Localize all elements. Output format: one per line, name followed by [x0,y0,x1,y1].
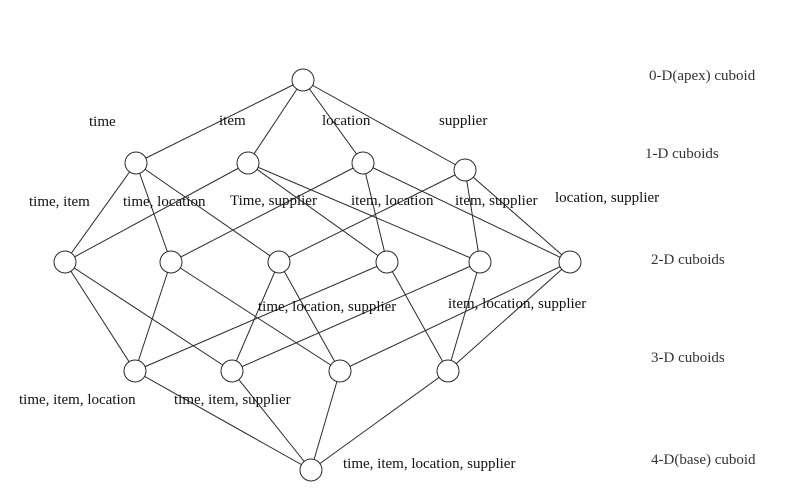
edge-time-supplier-tis [231,261,280,372]
lattice-edges [64,79,571,471]
node-labels: time item location supplier time, item t… [19,113,659,472]
node-item-supplier [468,250,492,274]
node-item [236,151,260,175]
edge-supplier-time-supplier [278,169,466,263]
label-supplier: supplier [439,113,487,129]
edge-item-item-supplier [247,162,481,263]
node-item-location [375,250,399,274]
node-time [124,151,148,175]
edge-location-item-location [362,162,388,263]
node-time-supplier [267,250,291,274]
label-location: location [322,113,371,129]
edge-item-location-til [134,261,388,372]
label-time-item-location: time, item, location [19,392,136,408]
edge-location-supplier-ils [447,261,571,372]
edge-time-location-til [134,261,172,372]
level-label-2d: 2-D cuboids [651,252,725,268]
level-label-1d: 1-D cuboids [645,146,719,162]
label-item-location: item, location [351,193,434,209]
edge-item-location-ils [386,261,449,372]
edge-apex-supplier [302,79,466,171]
edge-item-time-item [64,162,249,263]
label-time: time [89,114,116,130]
edge-time-supplier-tls [278,261,341,372]
level-labels: 0-D(apex) cuboid 1-D cuboids 2-D cuboids… [645,68,756,468]
edge-time-time-supplier [135,162,280,263]
lattice-nodes [53,68,582,482]
level-label-apex: 0-D(apex) cuboid [649,68,756,84]
label-base: time, item, location, supplier [343,456,515,472]
edge-apex-item [247,79,304,164]
edge-item-supplier-tis [231,261,481,372]
label-location-supplier: location, supplier [555,190,659,206]
edge-time-item-tis [64,261,233,372]
node-time-item [53,250,77,274]
label-item-location-supplier: item, location, supplier [448,296,586,312]
edge-ils-base [310,370,449,471]
label-time-item: time, item [29,194,90,210]
edge-apex-location [302,79,364,164]
node-time-location [159,250,183,274]
edge-supplier-item-supplier [464,169,481,263]
node-item-location-supplier [436,359,460,383]
edge-til-base [134,370,312,471]
label-time-location-supplier: time, location, supplier [258,299,396,315]
node-location-supplier [558,250,582,274]
node-base [299,458,323,482]
edge-location-location-supplier [362,162,571,263]
edge-time-time-item [64,162,137,263]
label-time-location: time, location [123,194,206,210]
level-label-base: 4-D(base) cuboid [651,452,756,468]
edge-apex-time [135,79,304,164]
edge-supplier-location-supplier [464,169,571,263]
edge-time-item-til [64,261,136,372]
edge-item-item-location [247,162,388,263]
edge-time-time-location [135,162,172,263]
label-item: item [219,113,246,129]
edge-location-supplier-tls [339,261,571,372]
label-time-item-supplier: time, item, supplier [174,392,291,408]
node-supplier [453,158,477,182]
edge-tis-base [231,370,312,471]
node-time-item-supplier [220,359,244,383]
node-time-item-location [123,359,147,383]
node-time-location-supplier [328,359,352,383]
edge-item-supplier-ils [447,261,481,372]
node-location [351,151,375,175]
edge-tls-base [310,370,341,471]
edge-location-time-location [170,162,364,263]
level-label-3d: 3-D cuboids [651,350,725,366]
label-item-supplier: item, supplier [455,193,538,209]
node-apex [291,68,315,92]
label-time-supplier: Time, supplier [230,193,317,209]
